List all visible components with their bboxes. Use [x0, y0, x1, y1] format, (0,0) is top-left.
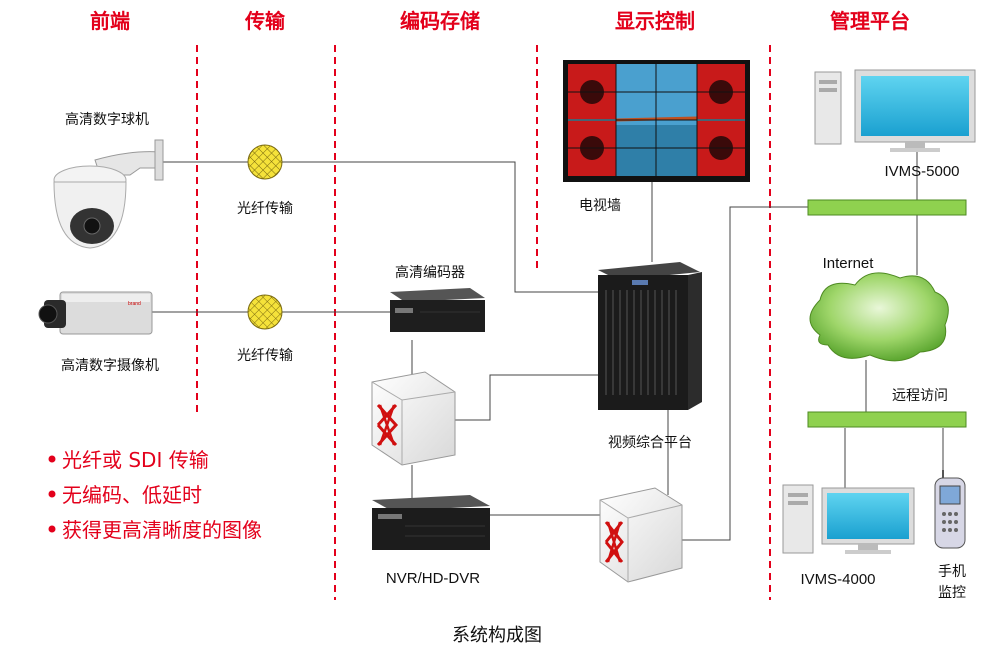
- box-camera-label: 高清数字摄像机: [61, 357, 159, 374]
- nvr-recorder: [372, 495, 490, 550]
- hd-encoder: [390, 288, 485, 332]
- bullet-dot: [48, 490, 56, 498]
- remote-access-label: 远程访问: [892, 388, 948, 404]
- fiber-2-label: 光纤传输: [237, 348, 293, 364]
- column-header-display-control: 显示控制: [615, 9, 695, 33]
- ivms-5000-workstation: [814, 69, 976, 152]
- internet-cloud-icon: [809, 272, 949, 362]
- diagram-caption: 系统构成图: [452, 625, 542, 646]
- network-switch: [371, 371, 456, 466]
- encoder-label: 高清编码器: [395, 264, 465, 281]
- svg-text:brand: brand: [128, 301, 141, 307]
- bullet-dot: [48, 455, 56, 463]
- dome-camera: [53, 139, 164, 249]
- connection-lines: [100, 143, 944, 541]
- column-header-transmission: 传输: [244, 9, 286, 33]
- ivms-5000-label: IVMS-5000: [884, 163, 959, 180]
- fiber-transceiver-icon: [247, 144, 283, 180]
- mobile-label-line1: 手机: [938, 564, 966, 580]
- column-header-encode-storage: 编码存储: [400, 9, 480, 33]
- box-camera: brand: [38, 291, 153, 335]
- ivms-4000-workstation: [782, 484, 915, 554]
- column-header-management: 管理平台: [830, 9, 910, 33]
- feature-bullets: 光纤或 SDI 传输 无编码、低延时 获得更高清晰度的图像: [48, 448, 262, 542]
- fiber-1-label: 光纤传输: [237, 201, 293, 217]
- platform-label: 视频综合平台: [608, 435, 692, 451]
- column-header-frontend: 前端: [90, 9, 130, 33]
- bullet-item: 获得更高清晰度的图像: [62, 518, 262, 542]
- video-wall-label: 电视墙: [579, 198, 621, 214]
- network-switch: [599, 487, 683, 583]
- nvr-label: NVR/HD-DVR: [386, 570, 480, 587]
- internet-label: Internet: [823, 255, 875, 272]
- mobile-phone-icon: [934, 470, 966, 549]
- bullet-dot: [48, 525, 56, 533]
- ivms-4000-label: IVMS-4000: [800, 571, 875, 588]
- network-bus-top: [807, 199, 967, 216]
- bullet-item: 光纤或 SDI 传输: [62, 448, 209, 472]
- fiber-transceiver-icon: [247, 294, 283, 330]
- video-platform-chassis: [598, 262, 702, 410]
- bullet-item: 无编码、低延时: [62, 483, 202, 507]
- dome-camera-label: 高清数字球机: [65, 111, 149, 128]
- mobile-label-line2: 监控: [938, 585, 966, 601]
- video-wall: [563, 60, 750, 182]
- network-bus-bottom: [807, 411, 967, 428]
